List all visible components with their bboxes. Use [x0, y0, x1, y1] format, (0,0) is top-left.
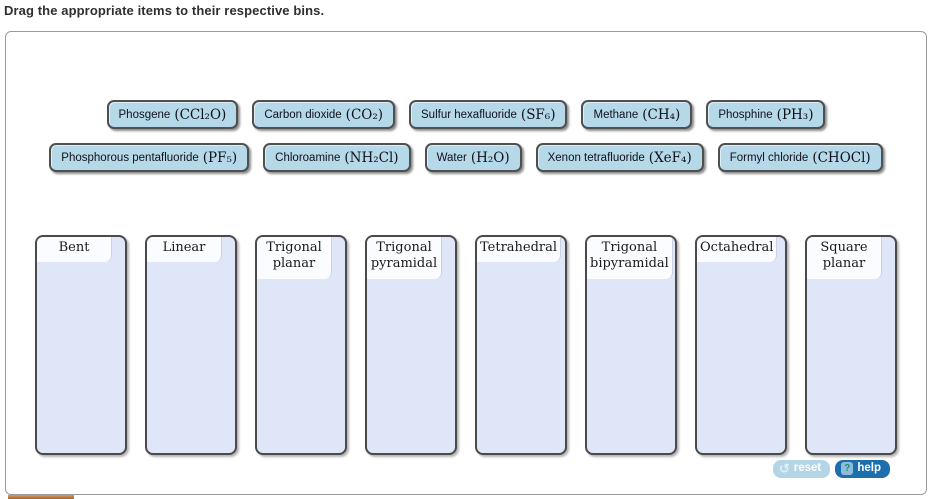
activity-panel: Phosgene (CCl₂O) Carbon dioxide (CO₂) Su… [5, 31, 927, 495]
bin-notch [112, 237, 125, 262]
bin-linear[interactable]: Linear [145, 235, 237, 455]
bin-notch [561, 237, 565, 262]
bin-header: Tetrahedral [477, 237, 565, 263]
bin-header: Bent [37, 237, 125, 263]
item-phosgene[interactable]: Phosgene (CCl₂O) [106, 100, 239, 129]
bin-trigonal-planar[interactable]: Trigonal planar [255, 235, 347, 455]
bin-label: Trigonal planar [257, 237, 332, 279]
reset-button[interactable]: ↺ reset [772, 460, 831, 478]
reset-button-label: reset [793, 462, 822, 475]
bin-label: Trigonal pyramidal [367, 237, 442, 279]
bin-header: Trigonal pyramidal [367, 237, 455, 279]
items-row-1: Phosgene (CCl₂O) Carbon dioxide (CO₂) Su… [6, 100, 926, 129]
item-sulfur-hexafluoride[interactable]: Sulfur hexafluoride (SF₆) [409, 100, 568, 129]
bin-label: Linear [147, 237, 222, 263]
item-label: Phosgene [118, 108, 171, 121]
item-formula: (PH₃) [776, 106, 814, 123]
reset-icon: ↺ [778, 461, 790, 476]
item-formula: (PF₅) [202, 149, 238, 166]
item-methane[interactable]: Methane (CH₄) [581, 100, 693, 129]
bin-octahedral[interactable]: Octahedral [695, 235, 787, 455]
item-formula: (H₂O) [470, 149, 510, 166]
question-mark-icon: ? [841, 462, 854, 475]
item-formula: (CCl₂O) [174, 106, 227, 123]
item-chloroamine[interactable]: Chloroamine (NH₂Cl) [263, 143, 411, 172]
bin-label: Tetrahedral [477, 237, 562, 263]
item-label: Water [436, 151, 467, 164]
item-formula: (NH₂Cl) [344, 149, 399, 166]
item-water[interactable]: Water (H₂O) [424, 143, 522, 172]
bin-label: Octahedral [697, 237, 778, 263]
bin-square-planar[interactable]: Square planar [805, 235, 897, 455]
item-label: Chloroamine [275, 151, 341, 164]
item-xenon-tetrafluoride[interactable]: Xenon tetrafluoride (XeF₄) [535, 143, 704, 172]
item-label: Xenon tetrafluoride [547, 151, 645, 164]
bin-header: Octahedral [697, 237, 785, 263]
item-label: Sulfur hexafluoride [421, 108, 517, 121]
bin-notch [777, 237, 785, 262]
bin-tetrahedral[interactable]: Tetrahedral [475, 235, 567, 455]
bin-notch [882, 237, 895, 279]
bin-header: Square planar [807, 237, 895, 279]
item-formula: (CHOCl) [812, 149, 871, 166]
panel-actions: ↺ reset ? help [772, 460, 890, 478]
bin-notch [442, 237, 455, 279]
cutoff-element-bar [8, 495, 74, 499]
page-title: Drag the appropriate items to their resp… [4, 3, 325, 18]
item-formula: (CH₄) [642, 106, 681, 123]
bin-notch [222, 237, 235, 262]
item-formula: (SF₆) [520, 106, 556, 123]
help-button[interactable]: ? help [835, 460, 890, 478]
item-carbon-dioxide[interactable]: Carbon dioxide (CO₂) [252, 100, 396, 129]
item-phosphine[interactable]: Phosphine (PH₃) [706, 100, 826, 129]
bins-row: Bent Linear Trigonal planar Trigonal pyr… [6, 235, 926, 455]
bin-label: Square planar [807, 237, 882, 279]
item-phosphorous-pentafluoride[interactable]: Phosphorous pentafluoride (PF₅) [49, 143, 250, 172]
bin-label: Bent [37, 237, 112, 263]
bin-header: Trigonal bipyramidal [587, 237, 675, 279]
bin-notch [673, 237, 675, 279]
bin-header: Trigonal planar [257, 237, 345, 279]
item-label: Phosphine [718, 108, 773, 121]
items-row-2: Phosphorous pentafluoride (PF₅) Chloroam… [6, 143, 926, 172]
item-label: Formyl chloride [729, 151, 809, 164]
item-formyl-chloride[interactable]: Formyl chloride (CHOCl) [717, 143, 883, 172]
help-button-label: help [857, 462, 881, 475]
item-label: Carbon dioxide [264, 108, 342, 121]
item-label: Phosphorous pentafluoride [61, 151, 199, 164]
bin-label: Trigonal bipyramidal [587, 237, 673, 279]
bin-notch [332, 237, 345, 279]
item-formula: (CO₂) [345, 106, 384, 123]
bin-trigonal-pyramidal[interactable]: Trigonal pyramidal [365, 235, 457, 455]
bin-bent[interactable]: Bent [35, 235, 127, 455]
item-formula: (XeF₄) [648, 149, 692, 166]
item-label: Methane [593, 108, 639, 121]
bin-header: Linear [147, 237, 235, 263]
bin-trigonal-bipyramidal[interactable]: Trigonal bipyramidal [585, 235, 677, 455]
